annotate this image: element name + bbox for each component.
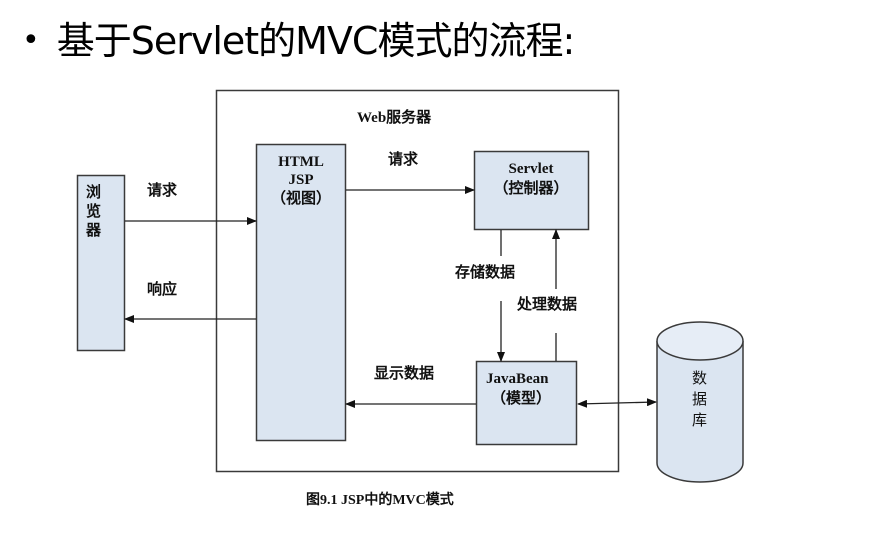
- edge-model-database: [577, 398, 657, 408]
- controller-node: Servlet （控制器）: [473, 150, 590, 231]
- model-label-2: （模型）: [491, 389, 551, 407]
- model-box: [475, 360, 578, 446]
- edge-view-to-browser-label: 响应: [147, 280, 177, 298]
- browser-label-1: 浏: [86, 183, 101, 201]
- slide-title: • 基于Servlet的MVC模式的流程:: [22, 10, 576, 65]
- view-label-2: JSP: [288, 172, 313, 188]
- browser-label-2: 览: [86, 202, 101, 220]
- edge-model-to-view-label: 显示数据: [374, 364, 434, 382]
- edge-browser-to-view-label: 请求: [147, 181, 178, 199]
- database-label-3: 库: [692, 412, 707, 429]
- controller-label-2: （控制器）: [493, 179, 568, 197]
- database-body: [656, 341, 744, 483]
- edge-controller-to-model-label: 存储数据: [455, 263, 515, 281]
- database-top: [656, 321, 744, 361]
- browser-node: 浏 览 器: [76, 174, 126, 352]
- model-node: JavaBean （模型）: [475, 360, 578, 446]
- view-label-3: （视图）: [271, 189, 331, 207]
- edge-model-to-controller-label: 处理数据: [516, 295, 577, 313]
- slide-title-text: 基于Servlet的MVC模式的流程:: [56, 19, 576, 63]
- controller-label-1: Servlet: [509, 161, 554, 177]
- view-box: [255, 143, 347, 442]
- browser-box: [76, 174, 126, 352]
- database-label-1: 数: [692, 370, 707, 387]
- database-label-2: 据: [692, 391, 707, 408]
- browser-label-3: 器: [85, 222, 102, 239]
- view-label-1: HTML: [278, 154, 324, 170]
- view-node: HTML JSP （视图）: [255, 143, 347, 442]
- database-node: 数 据 库: [656, 321, 744, 483]
- figure-caption: 图9.1 JSP中的MVC模式: [306, 491, 454, 508]
- controller-box: [473, 150, 590, 231]
- edge-view-to-controller-label: 请求: [388, 150, 419, 168]
- model-label-1: JavaBean: [486, 371, 549, 387]
- bullet-icon: •: [22, 23, 40, 58]
- web-server-label: Web服务器: [357, 108, 432, 126]
